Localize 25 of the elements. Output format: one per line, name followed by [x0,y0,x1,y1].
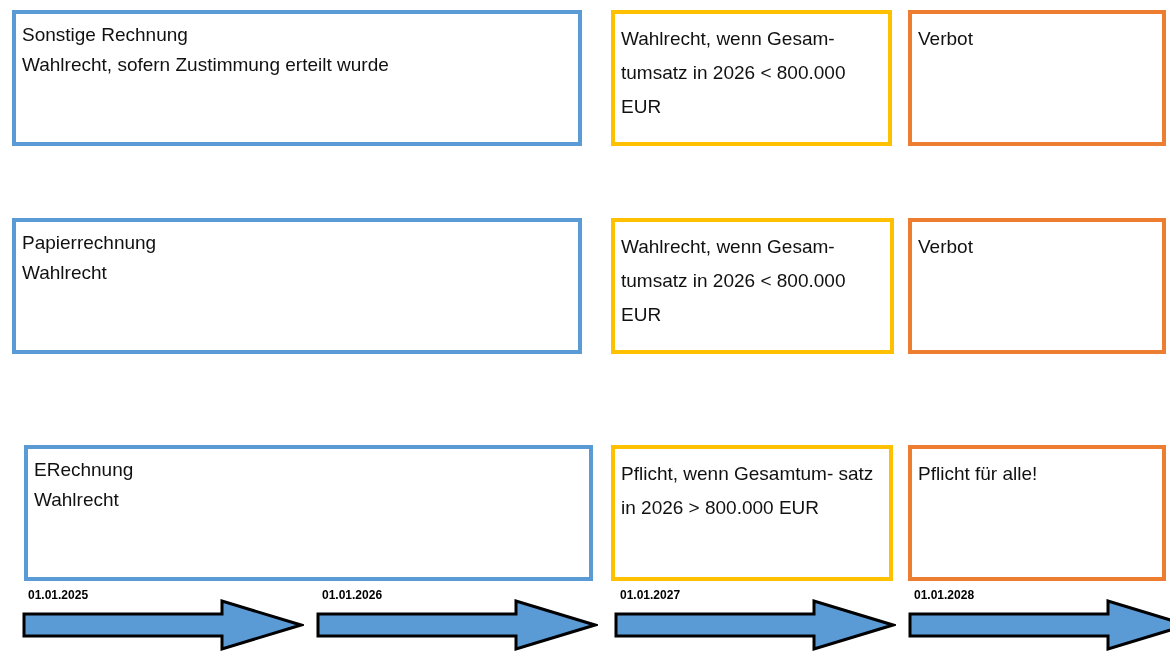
date-label: 01.01.2026 [322,588,383,602]
box-text: Wahlrecht, wenn Gesam- tumsatz in 2026 < 800.000 EUR [621,27,847,119]
box-text: Pflicht für alle! [918,462,1039,486]
box-text: Verbot [918,27,974,51]
box-text: Wahlrecht [34,488,120,512]
info-box [908,445,1166,581]
info-box [24,445,593,581]
info-box [12,10,582,146]
info-box [611,445,893,581]
info-box [611,10,892,146]
box-text: Wahlrecht, sofern Zustimmung erteilt wurde [22,53,390,77]
box-text: Pflicht, wenn Gesamtum- satz in 2026 > 800.000 EUR [621,462,875,520]
info-box [908,218,1166,354]
box-text: Wahlrecht, wenn Gesam- tumsatz in 2026 < 800.000 EUR [621,235,847,327]
box-heading: Papierrechnung [22,231,158,255]
box-text: Wahlrecht [22,261,108,285]
info-box [908,10,1166,146]
date-label: 01.01.2028 [914,588,975,602]
date-label: 01.01.2025 [28,588,89,602]
date-label: 01.01.2027 [620,588,681,602]
box-heading: Sonstige Rechnung [22,23,189,47]
box-heading: ERechnung [34,458,135,482]
box-text: Verbot [918,235,974,259]
info-box [12,218,582,354]
info-box [611,218,894,354]
